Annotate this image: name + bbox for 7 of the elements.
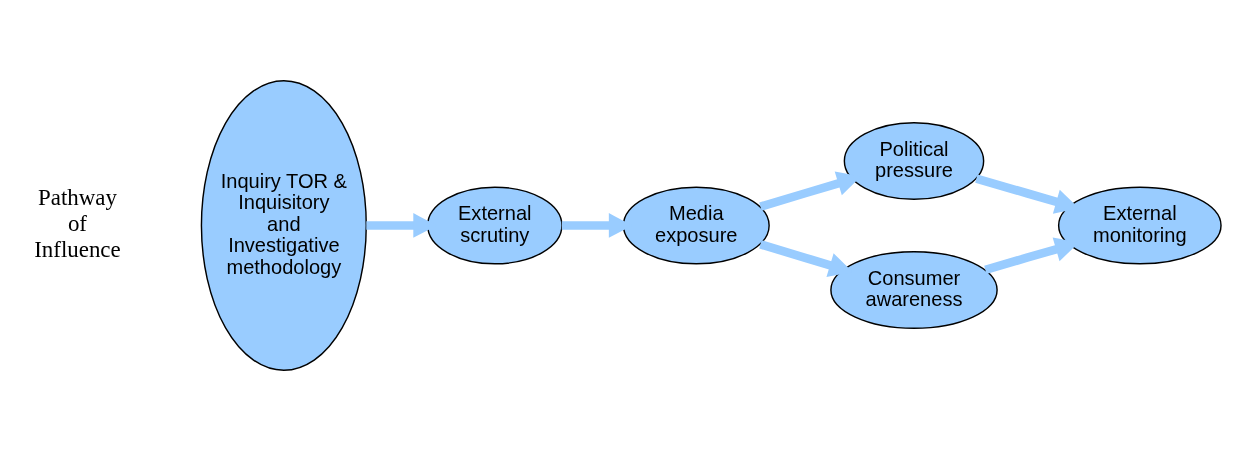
node-ellipse: External monitoring <box>1057 185 1222 265</box>
node-ellipse: External scrutiny <box>426 185 563 265</box>
node-ellipse: Media exposure <box>622 185 770 265</box>
node-ellipse: Political pressure <box>843 121 985 200</box>
node-ellipse: Inquiry TOR & Inquisitory and Investigative methodology <box>200 79 367 371</box>
label: Pathway of Influence <box>34 184 121 262</box>
node-ellipse: Consumer awareness <box>830 250 998 329</box>
